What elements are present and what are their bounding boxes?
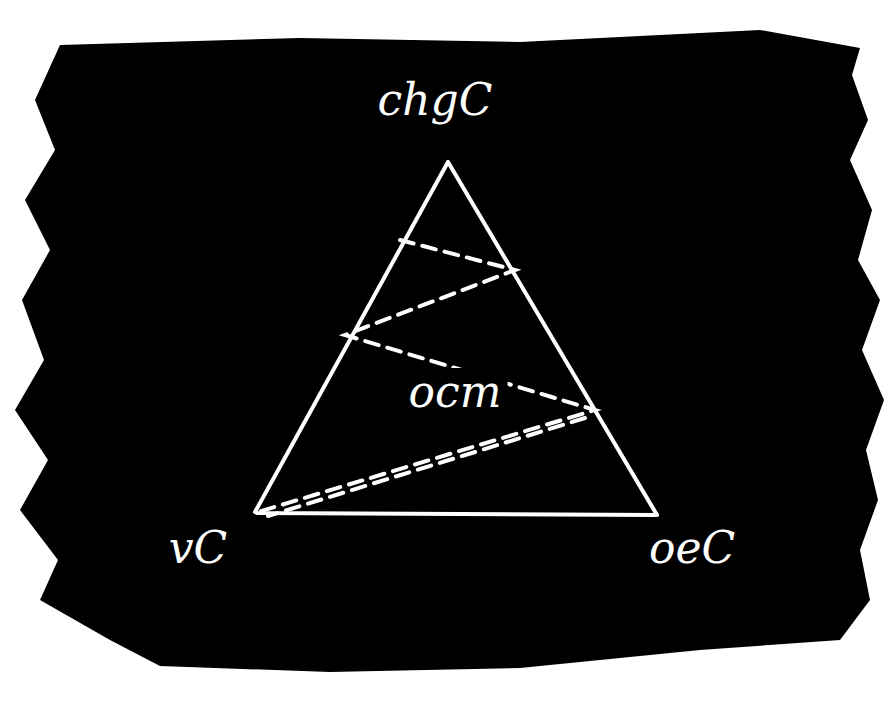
brush-ground bbox=[15, 30, 884, 672]
vertex-label: chgC bbox=[372, 76, 499, 124]
triangle-figure bbox=[255, 162, 657, 515]
vertex-label: ocm bbox=[403, 368, 508, 416]
vertex-label: oeC bbox=[643, 524, 741, 572]
dashed-zigzag bbox=[258, 240, 595, 516]
vertex-label: vC bbox=[163, 524, 234, 572]
